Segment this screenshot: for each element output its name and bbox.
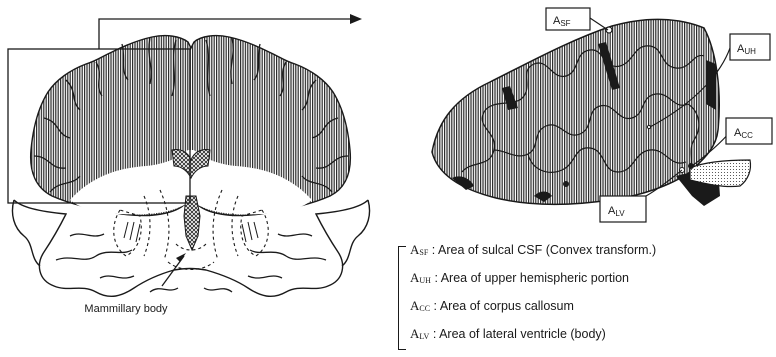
legend: ASF : Area of sulcal CSF (Convex transfo… (398, 242, 768, 354)
third-ventricle (184, 196, 200, 250)
hemisphere-shape (432, 19, 719, 204)
mammillary-body-label: Mammillary body (84, 303, 168, 315)
legend-brace (398, 246, 406, 350)
transformed-hemisphere (432, 18, 751, 206)
tag-auh: AUH (730, 34, 770, 60)
tag-asf: ASF (546, 8, 590, 30)
legend-item-sf: ASF : Area of sulcal CSF (Convex transfo… (410, 242, 656, 258)
tag-acc: ACC (726, 118, 772, 144)
tag-alv: ALV (600, 196, 646, 222)
legend-item-cc: ACC : Area of corpus callosum (410, 298, 574, 314)
legend-item-uh: AUH : Area of upper hemispheric portion (410, 270, 629, 286)
legend-item-lv: ALV : Area of lateral ventricle (body) (410, 326, 606, 342)
coronal-section: Mammillary body (8, 14, 370, 315)
